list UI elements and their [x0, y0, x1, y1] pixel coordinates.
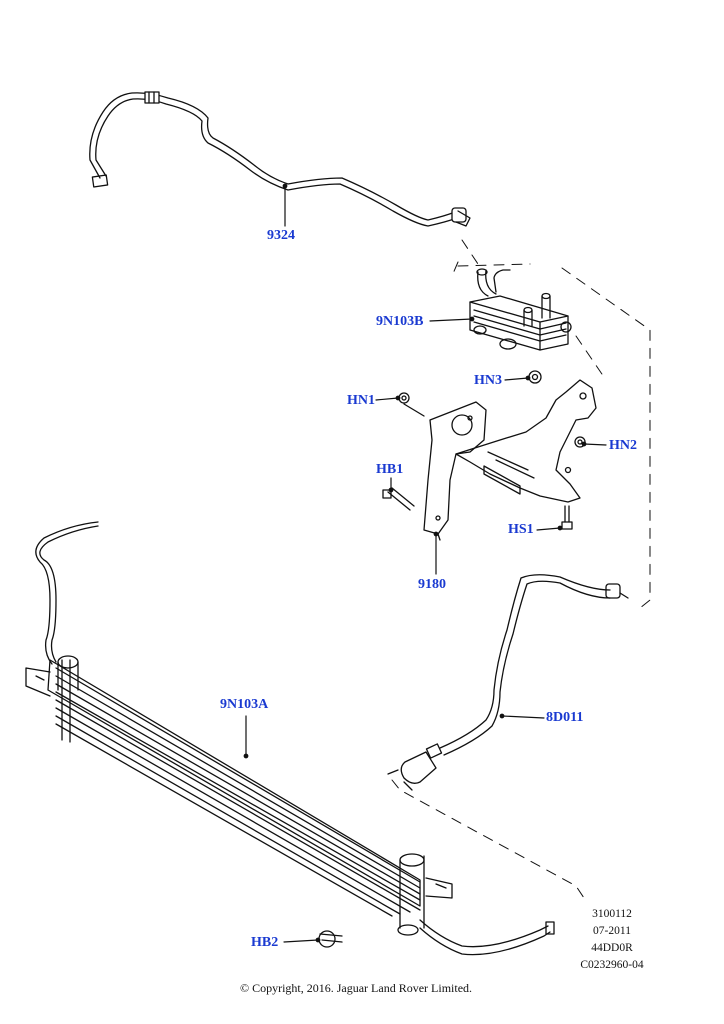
pipe-9324-drawing	[89, 91, 471, 227]
reference-block: 3100112 07-2011 44DD0R C0232960-04	[566, 906, 658, 974]
callout-9324[interactable]: 9324	[267, 228, 295, 243]
leader-lines	[243, 183, 607, 943]
callout-9N103A[interactable]: 9N103A	[220, 697, 269, 712]
fixings-drawing	[382, 370, 586, 530]
callout-9180[interactable]: 9180	[418, 577, 446, 592]
callout-HN3[interactable]: HN3	[474, 373, 502, 388]
callout-HN2[interactable]: HN2	[609, 438, 637, 453]
callout-9N103B[interactable]: 9N103B	[376, 314, 424, 329]
callout-8D011[interactable]: 8D011	[546, 710, 584, 725]
copyright-notice: © Copyright, 2016. Jaguar Land Rover Lim…	[239, 981, 473, 995]
assembly-dashed-lines	[391, 239, 651, 899]
bracket-9180-drawing	[423, 379, 597, 541]
pipe-8D011-drawing	[387, 574, 629, 791]
callout-HB1[interactable]: HB1	[376, 462, 404, 477]
reference-number: 3100112	[592, 908, 632, 920]
callout-HN1[interactable]: HN1	[347, 393, 375, 408]
oil-cooler-9N103B-drawing	[469, 268, 572, 351]
callout-HB2[interactable]: HB2	[251, 935, 279, 950]
fluid-cooler-9N103A-drawing	[25, 521, 555, 956]
image-code: C0232960-04	[580, 959, 644, 971]
reference-date: 07-2011	[593, 925, 631, 937]
reference-code: 44DD0R	[591, 942, 633, 954]
callout-HS1[interactable]: HS1	[508, 522, 534, 537]
